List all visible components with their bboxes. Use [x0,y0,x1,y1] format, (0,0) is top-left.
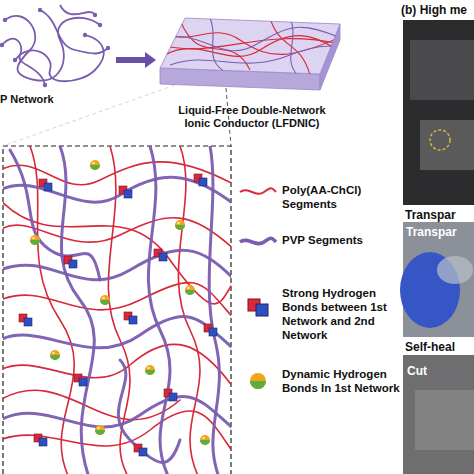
pvp-network [2,5,108,85]
node-label: Liquid-Free Double-Network Ionic Conduct… [166,104,338,130]
red-line-sample [238,182,278,202]
legend-text: PVP Segments [282,233,400,247]
photo-caption: Self-heal [405,340,455,354]
photo-caption: Transpar [406,225,457,239]
legend-item: PVP Segments [238,232,400,248]
legend-item: Poly(AA-ChCl) Segments [238,182,400,198]
node-label: P Network [0,93,112,106]
legend-text: Poly(AA-ChCl) Segments [282,183,400,211]
legend-item: Dynamic Hydrogen Bonds In 1st Network [238,366,400,396]
photo-caption: Cut [407,364,427,378]
legend-text: Strong Hydrogen Bonds between 1st Networ… [282,286,400,342]
legend-text: Dynamic Hydrogen Bonds In 1st Network [282,367,400,395]
photo-caption: Transpar [405,208,456,222]
network-node: P Network [0,0,112,106]
bond-cube-symbol [238,297,278,317]
legend-item: Strong Hydrogen Bonds between 1st Networ… [238,285,400,329]
slab-node: Liquid-Free Double-Network Ionic Conduct… [158,14,346,130]
panel-label: (b) High me [401,3,467,17]
bond-sphere-symbol [238,371,278,391]
purple-line-sample [238,232,278,252]
slab [160,18,345,90]
process-arrow [116,52,156,68]
photo-panels [400,20,474,474]
